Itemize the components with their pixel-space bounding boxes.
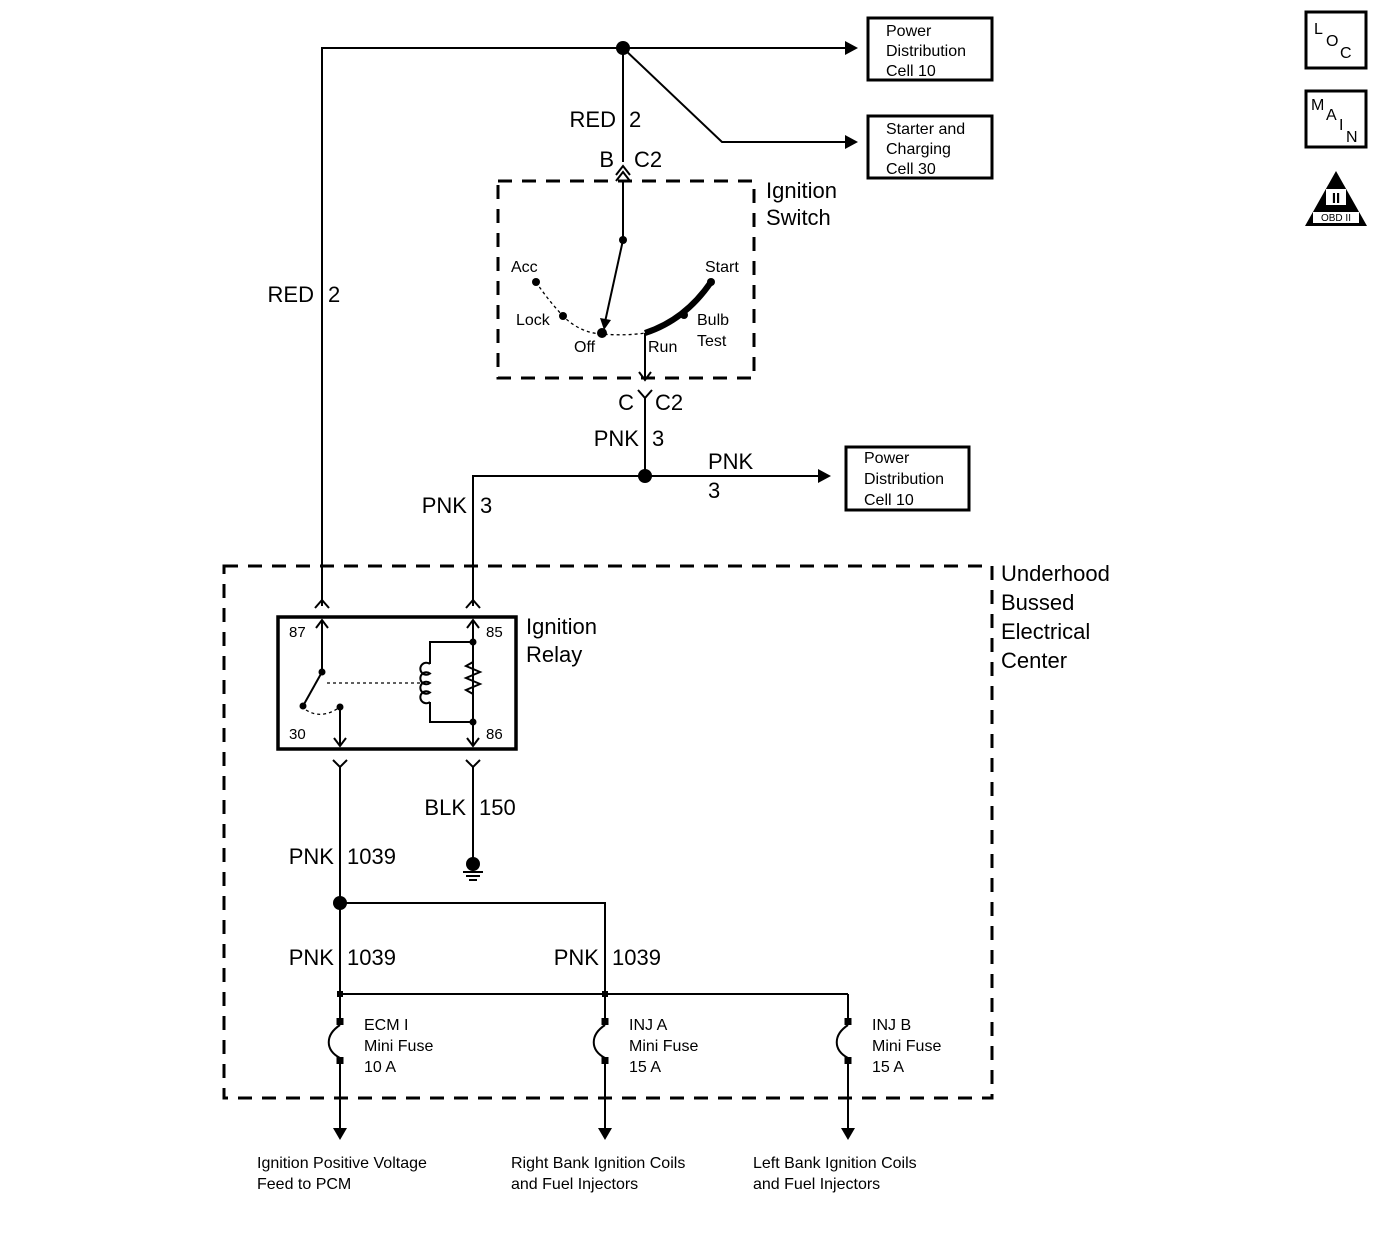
loc-letter: O <box>1326 33 1338 50</box>
pin-87: 87 <box>289 624 306 641</box>
wire-circuit-label: 2 <box>328 282 340 307</box>
fuse-name: INJ A <box>629 1017 668 1034</box>
position-acc: Acc <box>511 259 538 276</box>
fuse-rating: 10 A <box>364 1059 396 1076</box>
ignition-relay: Ignition Relay 87 85 30 86 <box>276 614 597 751</box>
connector-name: C2 <box>655 390 683 415</box>
ubec-title: Bussed <box>1001 590 1074 615</box>
wire-circuit-label: 150 <box>479 795 516 820</box>
output-label-right-bank: Right Bank Ignition Coils <box>511 1155 685 1172</box>
ubec: Underhood Bussed Electrical Center <box>222 561 1110 1100</box>
top-wiring <box>321 41 858 606</box>
main-letter: M <box>1311 97 1324 114</box>
connector-name: C2 <box>634 147 662 172</box>
fuse-type: Mini Fuse <box>872 1038 941 1055</box>
ref-line: Charging <box>886 141 951 158</box>
main-letter: I <box>1339 117 1343 134</box>
output-label-left-bank: and Fuel Injectors <box>753 1176 880 1193</box>
ref-line: Cell 10 <box>864 492 914 509</box>
pnk3-wiring <box>472 469 831 606</box>
position-bulb-test: Test <box>697 333 727 350</box>
position-bulb-test: Bulb <box>697 312 729 329</box>
obd-numeral: II <box>1332 190 1340 207</box>
ref-line: Power <box>886 23 932 40</box>
ignition-switch: Ignition Switch Acc Lock Off Run Start B… <box>496 178 837 382</box>
wire-circuit-label: 1039 <box>347 945 396 970</box>
ref-line: Distribution <box>886 43 966 60</box>
ubec-title: Underhood <box>1001 561 1110 586</box>
position-lock: Lock <box>516 312 551 329</box>
ref-starter-charging: Starter and Charging Cell 30 <box>866 114 994 180</box>
connector-c2-b: B C2 <box>599 147 662 182</box>
wire-circuit-label: 3 <box>708 478 720 503</box>
obd-ii-icon[interactable]: II OBD II <box>1305 171 1367 226</box>
ref-line: Starter and <box>886 121 965 138</box>
wire-color-label: BLK <box>424 795 466 820</box>
fuse-rating: 15 A <box>629 1059 661 1076</box>
connector-c2-c: C C2 <box>618 389 683 476</box>
fuse-rating: 15 A <box>872 1059 904 1076</box>
wire-color-label: PNK <box>594 426 640 451</box>
fuse-type: Mini Fuse <box>629 1038 698 1055</box>
wire-circuit-label: 1039 <box>612 945 661 970</box>
position-run: Run <box>648 339 677 356</box>
connector-pin: B <box>599 147 614 172</box>
ubec-title: Center <box>1001 648 1067 673</box>
fuse-type: Mini Fuse <box>364 1038 433 1055</box>
main-icon[interactable]: M A I N <box>1304 89 1368 149</box>
wire-color-label: PNK <box>708 449 754 474</box>
wire-circuit-label: 2 <box>629 107 641 132</box>
connector-pin: C <box>618 390 634 415</box>
fuse-ecm-i: ECM I Mini Fuse 10 A <box>327 994 433 1140</box>
fuse-name: INJ B <box>872 1017 911 1034</box>
output-label-left-bank: Left Bank Ignition Coils <box>753 1155 917 1172</box>
main-letter: N <box>1346 129 1358 146</box>
wire-color-label: PNK <box>289 945 335 970</box>
ref-line: Cell 10 <box>886 63 936 80</box>
pin-30: 30 <box>289 726 306 743</box>
ref-line: Distribution <box>864 471 944 488</box>
position-off: Off <box>574 339 596 356</box>
pin-86: 86 <box>486 726 503 743</box>
main-letter: A <box>1326 107 1337 124</box>
switch-title: Ignition <box>766 178 837 203</box>
output-label-pcm: Ignition Positive Voltage <box>257 1155 427 1172</box>
output-label-pcm: Feed to PCM <box>257 1176 351 1193</box>
pin-85: 85 <box>486 624 503 641</box>
loc-letter: L <box>1314 21 1323 38</box>
ref-power-distribution-2: Power Distribution Cell 10 <box>844 445 971 512</box>
loc-letter: C <box>1340 45 1352 62</box>
relay-title: Ignition <box>526 614 597 639</box>
pnk1039-wiring <box>333 767 849 1020</box>
ref-power-distribution-1: Power Distribution Cell 10 <box>866 16 994 82</box>
obd-label: OBD II <box>1321 213 1351 224</box>
wire-circuit-label: 3 <box>652 426 664 451</box>
wire-color-label: PNK <box>422 493 468 518</box>
ground <box>463 767 483 881</box>
ref-line: Cell 30 <box>886 161 936 178</box>
wire-color-label: PNK <box>554 945 600 970</box>
wire-color-label: RED <box>570 107 616 132</box>
fuse-name: ECM I <box>364 1017 408 1034</box>
wire-circuit-label: 1039 <box>347 844 396 869</box>
wire-color-label: PNK <box>289 844 335 869</box>
wire-color-label: RED <box>268 282 314 307</box>
ubec-title: Electrical <box>1001 619 1090 644</box>
fuse-inj-b: INJ B Mini Fuse 15 A <box>835 1017 941 1140</box>
fuse-inj-a: INJ A Mini Fuse 15 A <box>592 994 698 1140</box>
position-start: Start <box>705 259 739 276</box>
output-label-right-bank: and Fuel Injectors <box>511 1176 638 1193</box>
ref-line: Power <box>864 450 910 467</box>
wire-circuit-label: 3 <box>480 493 492 518</box>
loc-icon[interactable]: L O C <box>1304 10 1368 70</box>
switch-title: Switch <box>766 205 831 230</box>
relay-title: Relay <box>526 642 582 667</box>
